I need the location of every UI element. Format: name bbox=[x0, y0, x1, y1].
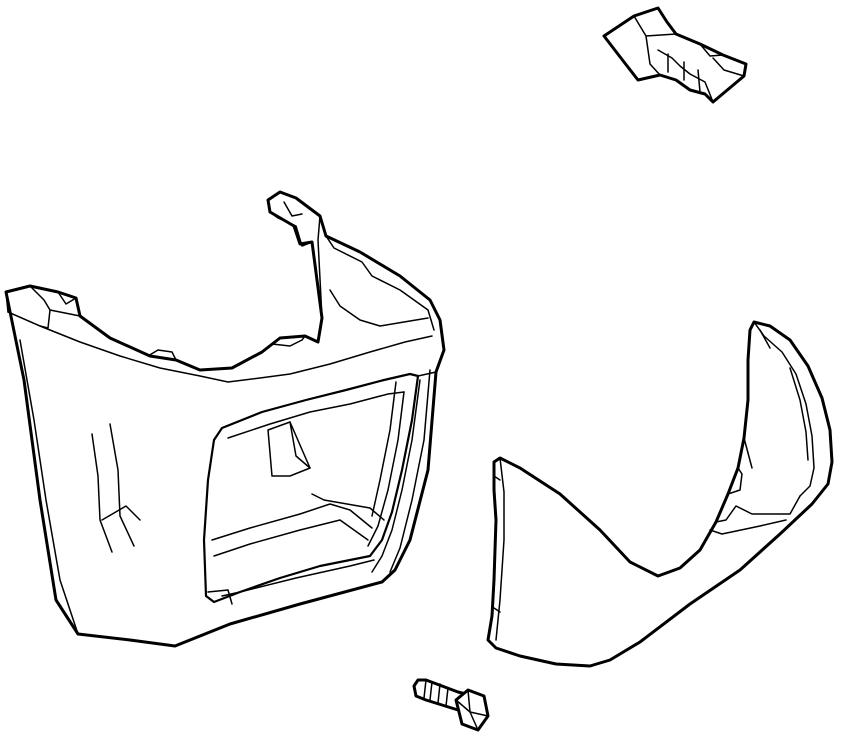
mounting-screw bbox=[412, 678, 490, 732]
retainer-clip bbox=[602, 6, 748, 104]
upper-column-shroud bbox=[486, 320, 834, 668]
lower-column-shroud bbox=[4, 190, 446, 648]
